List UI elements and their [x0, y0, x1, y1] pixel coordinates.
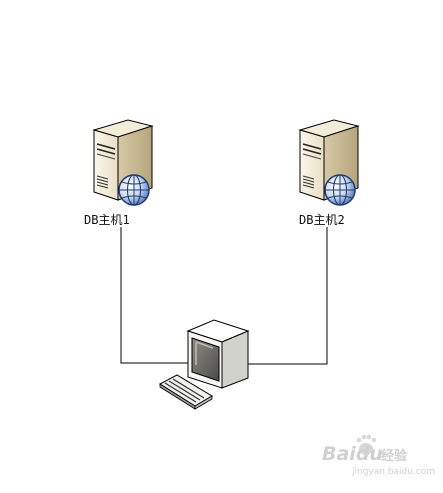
paw-icon: [356, 434, 377, 455]
client-computer: [159, 319, 250, 410]
keyboard-icon: [159, 374, 213, 410]
server-node-1: DB主机1: [84, 119, 153, 227]
watermark-brand: Baidu: [322, 443, 383, 465]
server-node-2: DB主机2: [299, 119, 359, 227]
monitor-icon: [186, 319, 250, 389]
watermark-brand-suffix: 经验: [381, 448, 408, 464]
database-server-icon: [93, 119, 153, 206]
watermark-url: jingyan.baidu.com: [351, 467, 435, 477]
connection-line-server2: [247, 227, 328, 365]
connection-line-server1: [120, 227, 191, 364]
server-1-label: DB主机1: [84, 213, 130, 227]
database-server-icon: [299, 119, 359, 206]
watermark: Baidu 经验 jingyan.baidu.com: [322, 434, 435, 477]
server-2-label: DB主机2: [299, 213, 345, 227]
